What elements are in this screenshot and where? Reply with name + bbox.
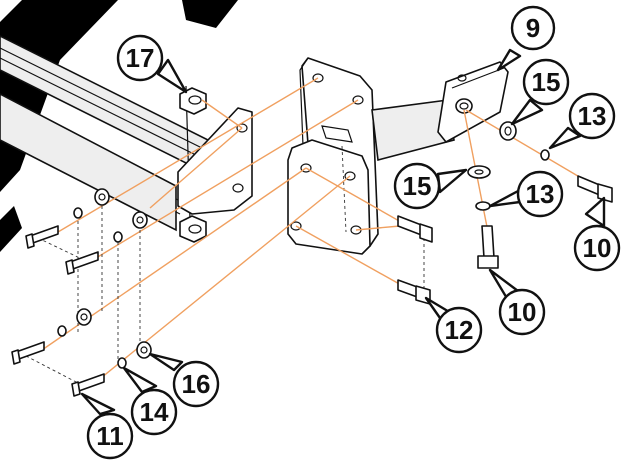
svg-text:17: 17 — [126, 43, 155, 73]
callout-12: 12 — [424, 296, 483, 354]
svg-text:13: 13 — [578, 101, 607, 131]
svg-text:10: 10 — [583, 233, 612, 263]
callout-10-center: 10 — [488, 268, 546, 336]
callout-15-lower: 15 — [393, 162, 468, 210]
callout-14: 14 — [122, 366, 178, 436]
callout-17: 17 — [116, 34, 188, 94]
svg-text:16: 16 — [182, 369, 211, 399]
watermark-swoosh-tail — [0, 206, 22, 252]
bolts-left — [11, 225, 105, 397]
callout-11: 11 — [80, 392, 134, 460]
alignment-lines — [25, 200, 425, 385]
callout-9: 9 — [496, 5, 556, 72]
svg-text:12: 12 — [445, 315, 474, 345]
svg-text:13: 13 — [526, 179, 555, 209]
inner-plate — [287, 125, 371, 255]
frame-rails — [0, 35, 213, 232]
lock-nut-lower — [179, 215, 207, 243]
svg-text:10: 10 — [508, 297, 537, 327]
callout-15-upper: 15 — [510, 58, 570, 126]
bolts-right — [397, 175, 613, 305]
lock-nut-upper — [179, 87, 207, 115]
svg-text:15: 15 — [532, 67, 561, 97]
svg-text:15: 15 — [403, 171, 432, 201]
callout-13-lower: 13 — [488, 170, 564, 218]
svg-text:9: 9 — [526, 13, 540, 43]
svg-text:14: 14 — [140, 397, 169, 427]
watermark-swoosh-accent — [182, 0, 238, 28]
callout-10-right: 10 — [573, 196, 621, 272]
lock-washers — [57, 207, 127, 369]
washers-right — [467, 121, 550, 211]
callout-16: 16 — [148, 352, 220, 408]
watermark-swoosh — [0, 0, 118, 192]
svg-text:11: 11 — [96, 421, 124, 451]
flat-washers — [76, 188, 152, 359]
callout-13-upper: 13 — [548, 92, 616, 150]
pivot-arm — [371, 61, 509, 162]
